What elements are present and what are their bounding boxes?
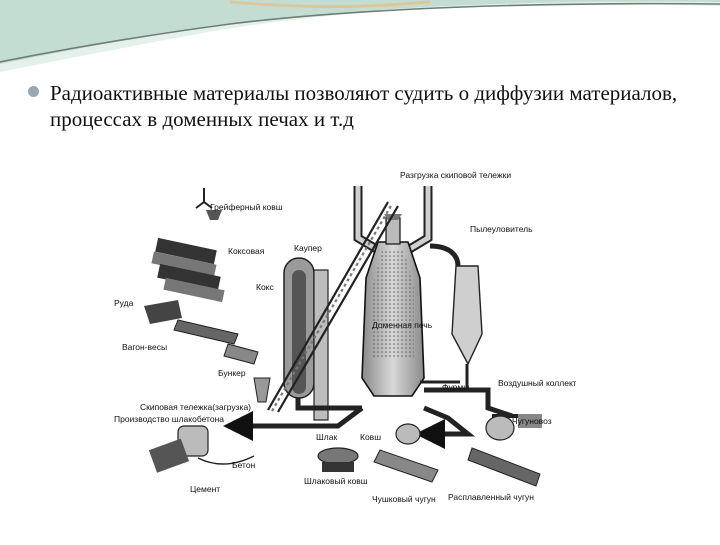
- bullet-text: Радиоактивные материалы позволяют судить…: [50, 81, 678, 131]
- header-wave-dark: [0, 2, 720, 63]
- label-ladle: Ковш: [360, 432, 381, 442]
- label-cement: Цемент: [190, 484, 220, 494]
- slag-ladle: [317, 447, 359, 472]
- label-wagon-scales: Вагон-весы: [122, 342, 167, 352]
- label-pig-iron-ladle: Чугуновоз: [512, 416, 552, 426]
- label-slag: Шлак: [316, 432, 337, 442]
- label-slag-concrete: Производство шлакобетона: [114, 414, 224, 424]
- label-pig-iron: Чушковый чугун: [372, 494, 436, 504]
- raw-material-area: [144, 188, 271, 403]
- label-slag-ladle: Шлаковый ковш: [304, 476, 368, 486]
- pig-iron-casting: [373, 423, 439, 483]
- label-skip-unload: Разгрузка скиповой тележки: [400, 170, 511, 180]
- label-dust-catcher: Пылеуловитель: [470, 224, 533, 234]
- hot-blast-main: [295, 380, 513, 419]
- label-tuyeres: Фурмы: [442, 382, 469, 392]
- skip-incline: [267, 201, 399, 413]
- header-wave-gold: [229, 0, 431, 9]
- label-skip-car: Скиповая тележка(загрузка): [140, 402, 251, 412]
- label-molten-iron: Расплавленный чугун: [448, 492, 534, 502]
- header-wave-white: [0, 10, 720, 75]
- label-blast-furnace: Доменная печь: [372, 320, 433, 330]
- label-ore: Руда: [114, 298, 134, 308]
- label-coke-oven: Коксовая: [228, 246, 265, 256]
- label-cowper: Каупер: [294, 243, 322, 253]
- slag-concrete-machine: [148, 425, 255, 473]
- gas-uptake-pipes: [353, 186, 433, 254]
- blast-furnace-illustration: Разгрузка скиповой тележки Грейферный ко…: [114, 170, 586, 504]
- label-air-collector: Воздушный коллектор: [498, 378, 576, 388]
- blast-furnace: [361, 214, 425, 397]
- iron-ladle-car: [467, 414, 542, 487]
- dust-catcher: [429, 243, 483, 390]
- blast-furnace-diagram: Разгрузка скиповой тележки Грейферный ко…: [108, 158, 586, 540]
- label-concrete: Бетон: [232, 460, 256, 470]
- label-grab-bucket: Грейферный ковш: [210, 202, 283, 212]
- slide-header-decoration: [0, 0, 720, 75]
- bullet-dot-icon: [28, 86, 39, 97]
- header-wave-mid: [0, 0, 720, 64]
- label-coke: Кокс: [256, 282, 274, 292]
- label-bunker: Бункер: [218, 368, 246, 378]
- bullet-item: Радиоактивные материалы позволяют судить…: [28, 80, 688, 132]
